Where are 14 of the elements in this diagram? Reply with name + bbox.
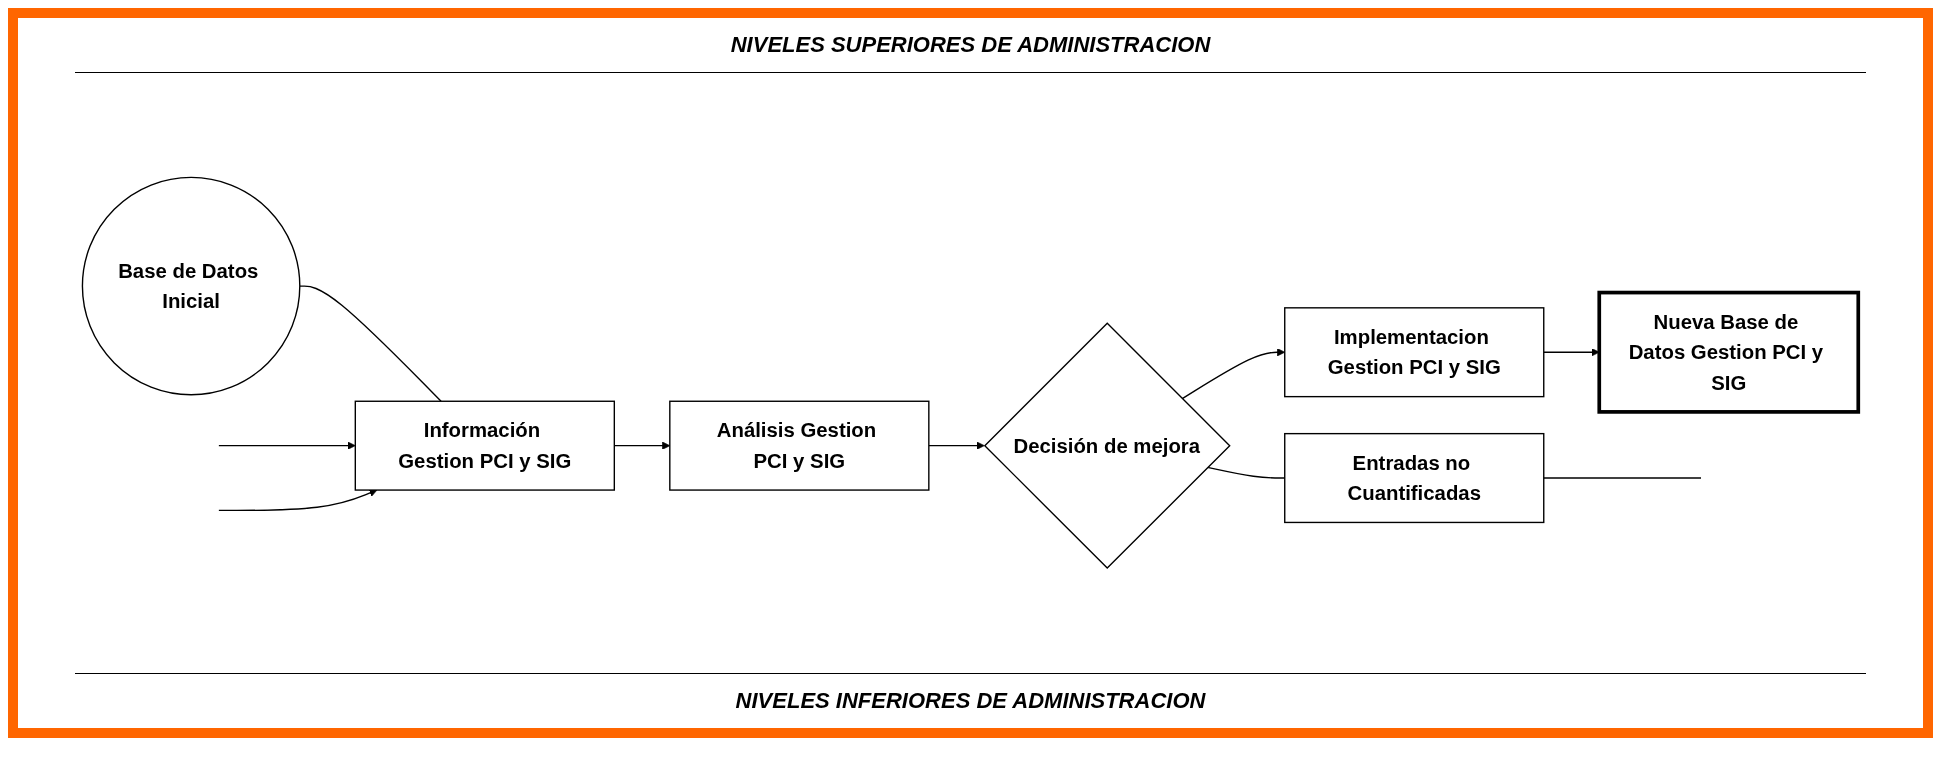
node-box: Nueva Base de Datos Gestion PCI y SIG — [1597, 290, 1861, 414]
node-box: Entradas no Cuantificadas — [1284, 433, 1545, 524]
arrow — [218, 441, 356, 450]
connector — [1543, 477, 1702, 479]
arrow — [218, 489, 378, 512]
connector — [299, 285, 442, 403]
node-circle: Base de Datos Inicial — [81, 176, 301, 396]
level-heading: NIVELES SUPERIORES DE ADMINISTRACION — [730, 32, 1211, 58]
node-diamond: Decisión de mejora — [983, 322, 1231, 570]
level-heading: NIVELES INFERIORES DE ADMINISTRACION — [735, 688, 1206, 714]
node-box: Implementacion Gestion PCI y SIG — [1284, 307, 1545, 398]
node-box: Información Gestion PCI y SIG — [354, 400, 616, 491]
node-box: Análisis Gestion PCI y SIG — [669, 400, 930, 491]
arrow — [928, 441, 985, 450]
